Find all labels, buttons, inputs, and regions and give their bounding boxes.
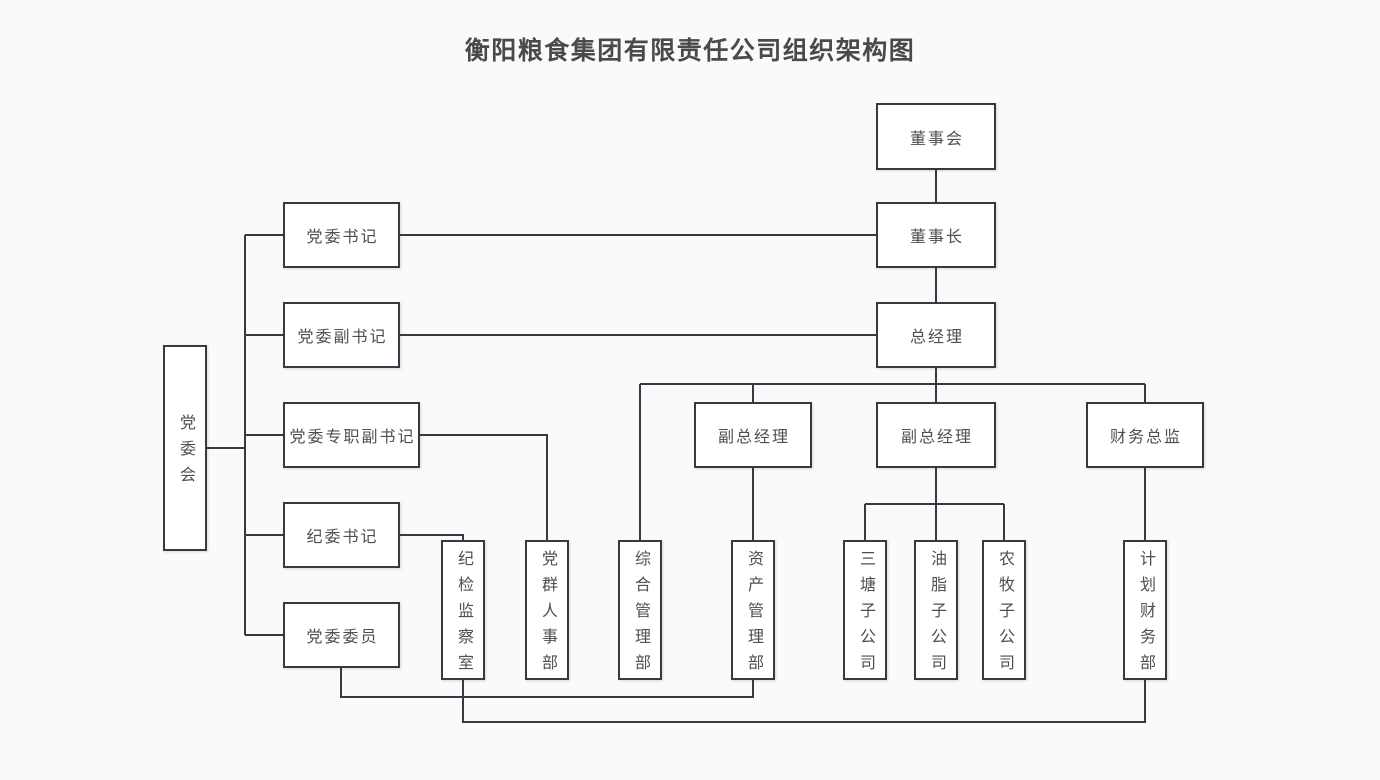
org-node-label-chairman: 董事长	[909, 229, 964, 246]
org-node-party-secretary: 党委书记	[283, 202, 400, 268]
org-node-label-general-manager: 总经理	[909, 329, 964, 346]
connector-discipline-secretary-to-office	[400, 534, 464, 540]
org-node-label-deputy-gm-2: 副总经理	[900, 429, 973, 446]
connector-member-bottom-to-asset-dept	[340, 668, 754, 698]
org-node-board: 董事会	[876, 103, 996, 170]
connector-fulltime-deputy-to-personnel-dept	[420, 434, 548, 540]
org-node-label-discipline-inspection-office: 纪检监察室	[455, 550, 472, 680]
org-node-label-party-secretary: 党委书记	[306, 229, 379, 246]
chart-title: 衡阳粮食集团有限责任公司组织架构图	[464, 37, 916, 65]
org-node-label-party-committee-member: 党委委员	[306, 629, 379, 646]
org-node-label-party-deputy-secretary: 党委副书记	[297, 329, 388, 346]
org-node-general-management-dept: 综合管理部	[618, 540, 662, 680]
org-node-general-manager: 总经理	[876, 302, 996, 368]
org-node-asset-management-dept: 资产管理部	[731, 540, 775, 680]
org-node-label-party-fulltime-deputy-secretary: 党委专职副书记	[289, 429, 416, 446]
org-node-label-party-committee: 党委会	[177, 414, 194, 492]
connector-office-bottom-to-planning-dept	[462, 680, 1146, 723]
org-node-agri-husbandry-subsidiary: 农牧子公司	[982, 540, 1026, 680]
org-node-label-planning-finance-dept: 计划财务部	[1137, 550, 1154, 680]
org-node-label-board: 董事会	[909, 130, 964, 148]
org-node-discipline-secretary: 纪委书记	[283, 502, 400, 568]
org-node-label-deputy-gm-1: 副总经理	[717, 429, 790, 446]
org-node-label-general-management-dept: 综合管理部	[632, 550, 649, 680]
org-node-party-fulltime-deputy-secretary: 党委专职副书记	[283, 402, 420, 468]
org-node-finance-director: 财务总监	[1086, 402, 1204, 468]
org-node-discipline-inspection-office: 纪检监察室	[441, 540, 485, 680]
org-node-label-agri-husbandry-subsidiary: 农牧子公司	[996, 550, 1013, 680]
org-node-party-deputy-secretary: 党委副书记	[283, 302, 400, 368]
org-node-santang-subsidiary: 三塘子公司	[843, 540, 887, 680]
org-node-party-committee: 党委会	[163, 345, 207, 551]
org-node-deputy-gm-2: 副总经理	[876, 402, 996, 468]
org-node-label-asset-management-dept: 资产管理部	[745, 550, 762, 680]
org-node-oil-fat-subsidiary: 油脂子公司	[914, 540, 958, 680]
org-node-label-discipline-secretary: 纪委书记	[306, 529, 379, 546]
org-node-deputy-gm-1: 副总经理	[694, 402, 812, 468]
org-node-planning-finance-dept: 计划财务部	[1123, 540, 1167, 680]
org-node-party-committee-member: 党委委员	[283, 602, 400, 668]
org-node-label-santang-subsidiary: 三塘子公司	[857, 550, 874, 680]
org-node-label-party-mass-personnel-dept: 党群人事部	[539, 550, 556, 680]
org-node-party-mass-personnel-dept: 党群人事部	[525, 540, 569, 680]
org-node-label-finance-director: 财务总监	[1109, 429, 1182, 446]
org-node-chairman: 董事长	[876, 202, 996, 268]
org-node-label-oil-fat-subsidiary: 油脂子公司	[928, 550, 945, 680]
